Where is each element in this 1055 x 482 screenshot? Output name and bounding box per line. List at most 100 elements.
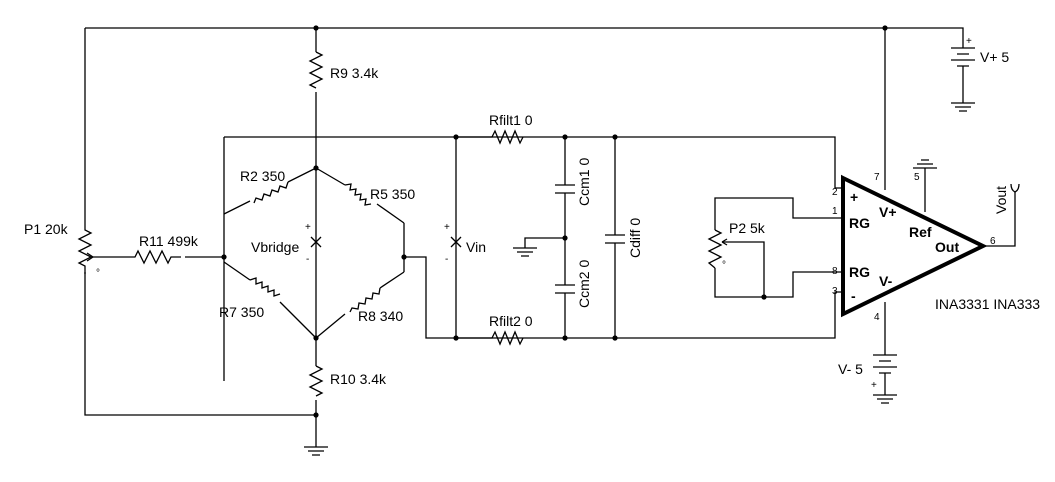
ccm1-label: Ccm1 0 bbox=[576, 158, 592, 206]
r5-top-lead bbox=[315, 167, 346, 186]
amp-plus-input-label: + bbox=[850, 189, 858, 205]
r10-resistor bbox=[308, 365, 324, 397]
r7-resistor bbox=[249, 277, 281, 297]
p1-bottom-wire bbox=[84, 272, 316, 416]
amp-rg-top-label: RG bbox=[849, 215, 870, 231]
junction-dot bbox=[221, 254, 227, 260]
r7-label: R7 350 bbox=[219, 304, 264, 320]
junctions bbox=[221, 25, 888, 418]
pin-2-label: 2 bbox=[832, 187, 838, 198]
vpos-battery: + bbox=[951, 36, 975, 68]
r7-top-lead bbox=[223, 261, 251, 281]
vneg-battery: + bbox=[871, 354, 897, 391]
junction-dot bbox=[612, 134, 618, 140]
ground-icon bbox=[513, 247, 537, 257]
amp-part-label: INA3331 INA333 bbox=[935, 296, 1040, 312]
r5-bottom-lead bbox=[376, 203, 405, 224]
junction-dot bbox=[313, 165, 319, 171]
r2-top-lead bbox=[287, 167, 317, 183]
junction-dot bbox=[612, 335, 618, 341]
junction-dot bbox=[313, 25, 319, 31]
resistors bbox=[130, 51, 524, 397]
r8-top-lead bbox=[379, 271, 405, 289]
grounds bbox=[304, 102, 975, 456]
ccm2-label: Ccm2 0 bbox=[576, 260, 592, 308]
rfilt2-label: Rfilt2 0 bbox=[489, 313, 533, 329]
ground-icon bbox=[951, 102, 975, 112]
junction-dot bbox=[313, 335, 319, 341]
ccm-ground-wire bbox=[524, 237, 565, 248]
amp-vminus-label: V- bbox=[879, 273, 893, 289]
wires bbox=[84, 27, 1016, 447]
vpos-battery-plates bbox=[951, 47, 975, 67]
ccm2-capacitor bbox=[555, 284, 575, 294]
r8-label: R8 340 bbox=[358, 308, 403, 324]
component-labels: R9 3.4k R10 3.4k R2 350 R5 350 R7 350 R8… bbox=[24, 49, 1040, 387]
vin-plus-sign: + bbox=[444, 222, 450, 233]
vpos-label: V+ 5 bbox=[980, 49, 1009, 65]
rfilt2-resistor bbox=[456, 330, 524, 346]
vbridge-probe: + - bbox=[305, 222, 322, 265]
rg2-wire bbox=[714, 268, 843, 298]
ina333-amplifier: + RG RG - V+ V- Ref Out 2 1 8 3 7 4 5 6 bbox=[832, 172, 996, 323]
vbridge-plus-sign: + bbox=[305, 222, 311, 233]
output-wire bbox=[983, 192, 1016, 247]
pin-5-label: 5 bbox=[914, 172, 920, 183]
rg1-wire bbox=[714, 197, 843, 230]
vneg-label: V- 5 bbox=[838, 361, 863, 377]
vbridge-minus-sign: - bbox=[306, 254, 309, 265]
r5-label: R5 350 bbox=[370, 186, 415, 202]
pin-7-label: 7 bbox=[874, 172, 880, 183]
rfilt1-resistor bbox=[456, 129, 524, 145]
amp-minus-input-label: - bbox=[851, 288, 856, 304]
p2-wiper-mark: ° bbox=[722, 260, 726, 271]
pin-1-label: 1 bbox=[832, 206, 838, 217]
vpos-supply-wire bbox=[885, 27, 964, 48]
junction-dot bbox=[313, 412, 319, 418]
pin-3-label: 3 bbox=[832, 286, 838, 297]
vin-minus-sign: - bbox=[445, 254, 448, 265]
p2-wiper-wire bbox=[722, 241, 765, 297]
r10-label: R10 3.4k bbox=[330, 371, 387, 387]
r11-resistor bbox=[130, 249, 181, 265]
vpos-plus-sign: + bbox=[966, 36, 972, 47]
r11-label: R11 499k bbox=[139, 233, 199, 249]
ccm1-capacitor bbox=[555, 184, 575, 194]
pin-8-label: 8 bbox=[832, 266, 838, 277]
vbridge-probe-mark bbox=[310, 236, 322, 248]
amp-out-label: Out bbox=[935, 239, 959, 255]
junction-dot bbox=[401, 254, 407, 260]
vin-probe-mark bbox=[450, 236, 462, 248]
cdiff-capacitor bbox=[605, 234, 625, 244]
vin-label: Vin bbox=[466, 239, 486, 255]
junction-dot bbox=[562, 235, 568, 241]
pin-4-label: 4 bbox=[874, 312, 880, 323]
amp-vplus-label: V+ bbox=[879, 204, 897, 220]
r9-label: R9 3.4k bbox=[330, 65, 379, 81]
amp-rg-bottom-label: RG bbox=[849, 264, 870, 280]
r5-resistor bbox=[344, 183, 372, 206]
vneg-battery-plates bbox=[873, 354, 897, 374]
amp-triangle bbox=[841, 174, 988, 318]
p2-body bbox=[707, 229, 723, 269]
vbridge-label: Vbridge bbox=[251, 239, 299, 255]
p2-potentiometer: ° bbox=[707, 229, 728, 271]
rfilt1-label: Rfilt1 0 bbox=[489, 112, 533, 128]
junction-dot bbox=[761, 294, 767, 300]
top-signal-wire bbox=[224, 136, 843, 189]
r8-resistor bbox=[349, 287, 381, 313]
vin-probe: + - bbox=[444, 222, 462, 265]
junction-dot bbox=[882, 25, 888, 31]
r7-bottom-lead bbox=[279, 301, 317, 339]
cdiff-label: Cdiff 0 bbox=[627, 218, 643, 258]
p1-potentiometer: ° bbox=[77, 222, 100, 279]
p1-wiper-arrow bbox=[86, 252, 94, 262]
vneg-plus-sign: + bbox=[871, 380, 877, 391]
p1-body bbox=[77, 222, 93, 274]
capacitors bbox=[555, 184, 625, 294]
p2-label: P2 5k bbox=[729, 220, 766, 236]
r9-resistor bbox=[308, 51, 324, 89]
pin-6-label: 6 bbox=[990, 236, 996, 247]
junction-dot bbox=[562, 335, 568, 341]
